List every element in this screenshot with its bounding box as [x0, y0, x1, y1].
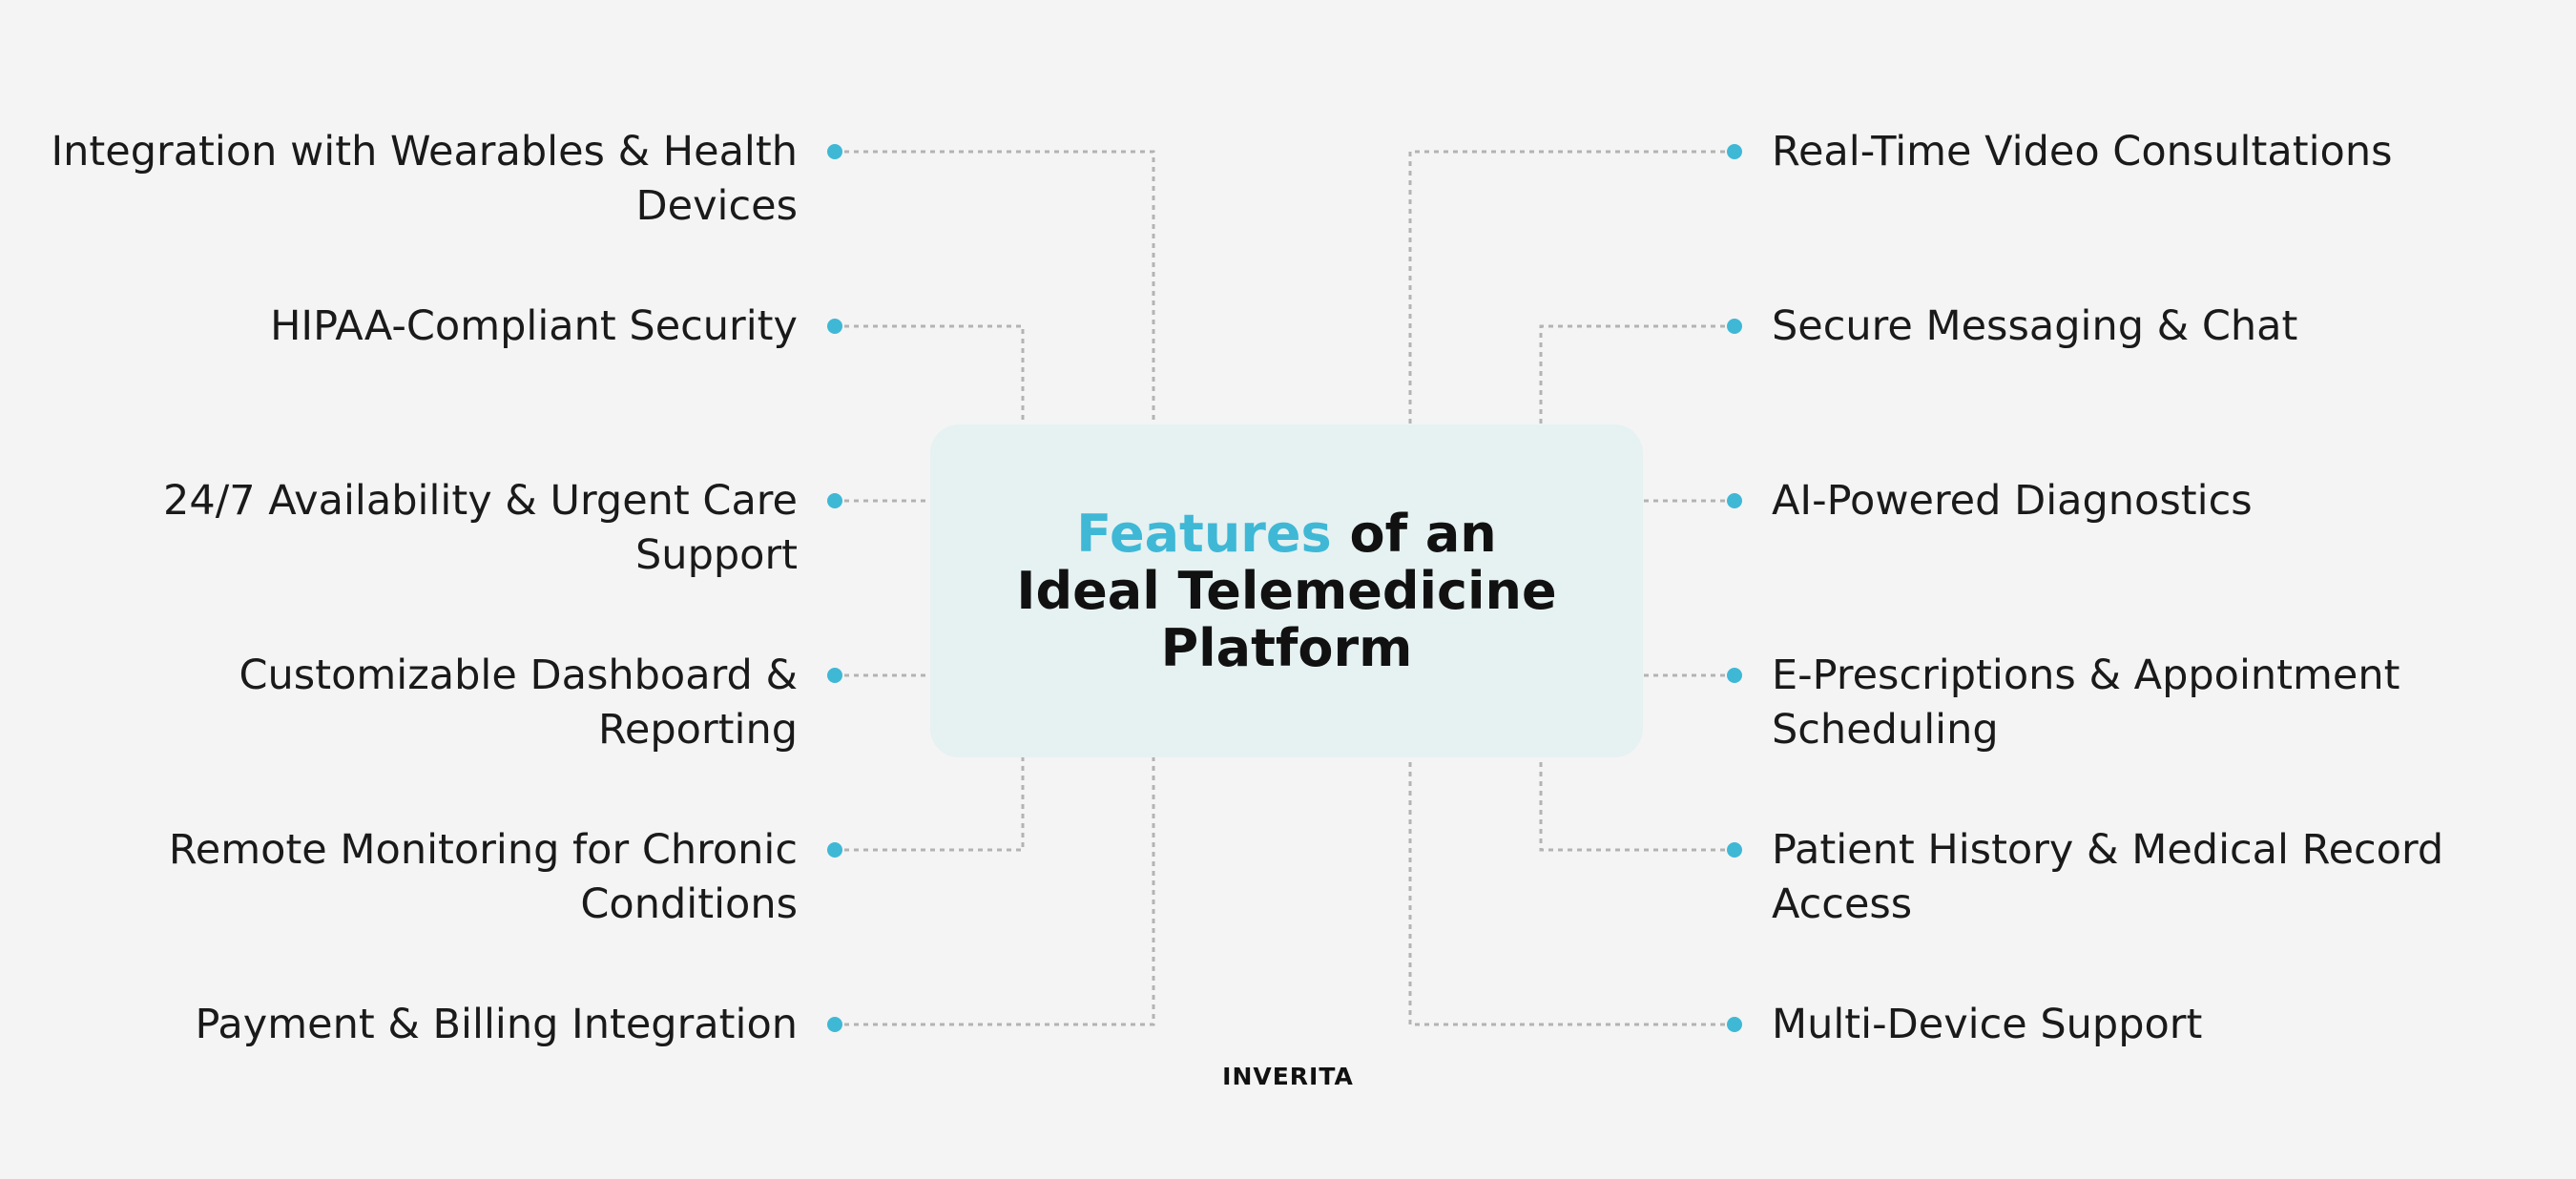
connector-left-5 [835, 757, 1025, 852]
feature-right-6: Multi-Device Support [1772, 1001, 2203, 1048]
bullet-dot-right-5 [1727, 842, 1742, 858]
bullet-dot-left-2 [827, 319, 842, 334]
bullet-dot-left-5 [827, 842, 842, 858]
bullet-dot-right-2 [1727, 319, 1742, 334]
feature-right-2: Secure Messaging & Chat [1772, 302, 2298, 350]
feature-left-4: Customizable Dashboard & Reporting [239, 652, 798, 754]
feature-left-5: Remote Monitoring for Chronic Conditions [168, 826, 798, 928]
feature-right-3: AI-Powered Diagnostics [1772, 477, 2253, 525]
connector-right-2 [1539, 324, 1735, 424]
feature-left-3: 24/7 Availability & Urgent Care Support [163, 477, 798, 579]
title-line-3: Platform [1160, 617, 1413, 678]
bullet-dot-left-6 [827, 1017, 842, 1032]
feature-right-1: Real-Time Video Consultations [1772, 128, 2393, 176]
bullet-dot-left-3 [827, 493, 842, 508]
bullet-dot-left-1 [827, 144, 842, 159]
feature-right-4: E-Prescriptions & Appointment Scheduling [1772, 652, 2400, 754]
title-accent: Features [1076, 503, 1332, 564]
bullet-dot-left-4 [827, 668, 842, 683]
bullet-dot-right-3 [1727, 493, 1742, 508]
connector-right-1 [1408, 150, 1735, 424]
connector-left-2 [835, 324, 1025, 424]
connector-right-5 [1539, 757, 1735, 852]
brand-logo: INVERITA [1222, 1063, 1354, 1090]
title-line-1-rest: of an [1331, 503, 1497, 564]
feature-left-2: HIPAA-Compliant Security [270, 302, 798, 350]
connector-left-1 [835, 150, 1155, 424]
title-line-2: Ideal Telemedicine [1016, 560, 1557, 621]
connector-right-6 [1408, 757, 1735, 1026]
bullet-dot-right-4 [1727, 668, 1742, 683]
feature-right-5: Patient History & Medical Record Access [1772, 826, 2444, 928]
feature-left-1: Integration with Wearables & Health Devi… [51, 128, 798, 230]
bullet-dot-right-6 [1727, 1017, 1742, 1032]
bullet-dot-right-1 [1727, 144, 1742, 159]
connector-left-6 [835, 757, 1155, 1026]
feature-left-6: Payment & Billing Integration [195, 1001, 798, 1048]
